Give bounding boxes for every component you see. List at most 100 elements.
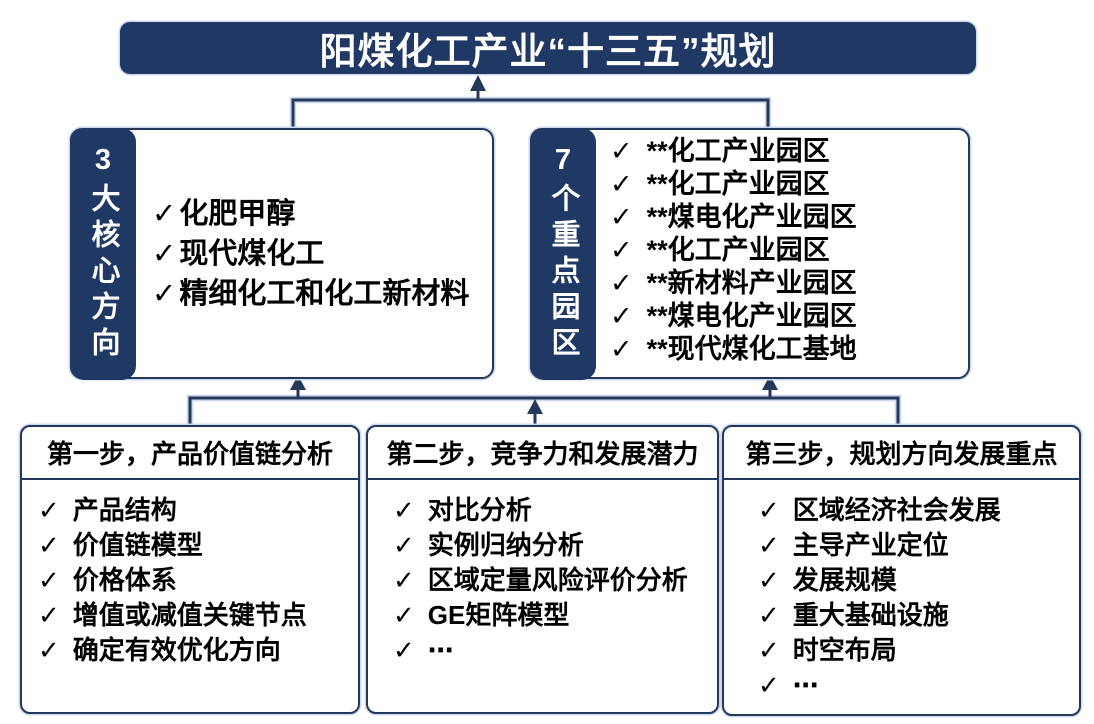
key-parks-label-tab: 7个重点园区 (529, 127, 596, 380)
plan-title: 阳煤化工产业“十三五”规划 (319, 31, 777, 72)
core-directions-label: 3大核心方向 (87, 144, 119, 363)
list-item: ✓ ⋯ (758, 668, 1079, 703)
list-item: ✓ 化肥甲醇 (152, 194, 486, 234)
list-item: ✓ 发展规模 (758, 563, 1079, 598)
item-text: 价格体系 (72, 565, 177, 595)
plan-title-box: 阳煤化工产业“十三五”规划 (120, 22, 976, 74)
list-item: ✓ **煤电化产业园区 (610, 300, 964, 333)
item-text: 主导产业定位 (792, 530, 949, 560)
step-2-title: 第二步，竞争力和发展潜力 (386, 439, 699, 469)
check-icon: ✓ (758, 530, 780, 560)
check-icon: ✓ (152, 277, 177, 310)
item-text: GE矩阵模型 (427, 600, 570, 630)
item-text: **煤电化产业园区 (646, 202, 857, 232)
list-item: ✓ 确定有效优化方向 (38, 633, 358, 668)
item-text: 区域定量风险评价分析 (427, 565, 688, 595)
list-item: ✓ **煤电化产业园区 (610, 201, 964, 234)
check-icon: ✓ (610, 202, 633, 232)
list-item: ✓ **现代煤化工基地 (610, 333, 964, 366)
list-item: ✓ 现代煤化工 (152, 234, 486, 274)
list-item: ✓ 产品结构 (38, 493, 358, 528)
item-text: 产品结构 (72, 495, 177, 525)
check-icon: ✓ (758, 565, 780, 595)
check-icon: ✓ (610, 169, 633, 199)
check-icon: ✓ (393, 635, 415, 665)
list-item: ✓ 区域经济社会发展 (758, 493, 1079, 528)
item-text: 对比分析 (427, 495, 532, 525)
list-item: ✓ 实例归纳分析 (393, 528, 717, 563)
check-icon: ✓ (38, 565, 60, 595)
item-text: ⋯ (792, 670, 819, 700)
step-1-title: 第一步，产品价值链分析 (46, 439, 333, 469)
item-text: **化工产业园区 (646, 136, 830, 166)
list-item: ✓ 对比分析 (393, 493, 717, 528)
check-icon: ✓ (758, 600, 780, 630)
step-2-list: ✓ 对比分析 ✓ 实例归纳分析 ✓ 区域定量风险评价分析 ✓ GE矩阵模型 ✓ … (368, 480, 717, 668)
check-icon: ✓ (393, 530, 415, 560)
up-arrow-icon (470, 75, 486, 91)
check-icon: ✓ (152, 197, 177, 230)
core-directions-box: 3大核心方向 ✓ 化肥甲醇 ✓ 现代煤化工 ✓ 精细化工和化工新材料 (69, 127, 494, 380)
item-text: ⋯ (427, 635, 454, 665)
item-text: 增值或减值关键节点 (72, 600, 307, 630)
key-parks-box: 7个重点园区 ✓ **化工产业园区 ✓ **化工产业园区 ✓ **煤电化产业园区… (529, 127, 970, 380)
check-icon: ✓ (393, 600, 415, 630)
item-text: 区域经济社会发展 (792, 495, 1001, 525)
list-item: ✓ **化工产业园区 (610, 168, 964, 201)
step-3-list: ✓ 区域经济社会发展 ✓ 主导产业定位 ✓ 发展规模 ✓ 重大基础设施 ✓ 时空… (724, 480, 1079, 703)
key-parks-label: 7个重点园区 (547, 144, 579, 363)
step-3-box: 第三步，规划方向发展重点 ✓ 区域经济社会发展 ✓ 主导产业定位 ✓ 发展规模 … (722, 425, 1081, 716)
item-text: 确定有效优化方向 (72, 635, 281, 665)
list-item: ✓ **化工产业园区 (610, 135, 964, 168)
item-text: 发展规模 (792, 565, 897, 595)
item-text: 重大基础设施 (792, 600, 949, 630)
check-icon: ✓ (38, 600, 60, 630)
list-item: ✓ 重大基础设施 (758, 598, 1079, 633)
list-item: ✓ 主导产业定位 (758, 528, 1079, 563)
item-text: **新材料产业园区 (646, 268, 857, 298)
step-1-box: 第一步，产品价值链分析 ✓ 产品结构 ✓ 价值链模型 ✓ 价格体系 ✓ 增值或减… (20, 425, 360, 714)
core-directions-label-tab: 3大核心方向 (69, 127, 136, 380)
item-text: 价值链模型 (72, 530, 203, 560)
list-item: ✓ 价值链模型 (38, 528, 358, 563)
top-connector (289, 75, 772, 128)
check-icon: ✓ (38, 495, 60, 525)
core-directions-list: ✓ 化肥甲醇 ✓ 现代煤化工 ✓ 精细化工和化工新材料 (152, 130, 486, 377)
item-text: 时空布局 (792, 635, 897, 665)
list-item: ✓ **化工产业园区 (610, 234, 964, 267)
step-2-header: 第二步，竞争力和发展潜力 (368, 427, 717, 480)
list-item: ✓ 区域定量风险评价分析 (393, 563, 717, 598)
item-text: **煤电化产业园区 (646, 301, 857, 331)
list-item: ✓ 增值或减值关键节点 (38, 598, 358, 633)
list-item: ✓ 时空布局 (758, 633, 1079, 668)
check-icon: ✓ (610, 334, 633, 364)
step-3-header: 第三步，规划方向发展重点 (724, 427, 1079, 480)
lower-connector (186, 375, 902, 425)
item-text: 精细化工和化工新材料 (179, 277, 470, 310)
check-icon: ✓ (758, 495, 780, 525)
check-icon: ✓ (758, 670, 780, 700)
check-icon: ✓ (38, 530, 60, 560)
step-2-box: 第二步，竞争力和发展潜力 ✓ 对比分析 ✓ 实例归纳分析 ✓ 区域定量风险评价分… (366, 425, 719, 714)
list-item: ✓ ⋯ (393, 633, 717, 668)
list-item: ✓ **新材料产业园区 (610, 267, 964, 300)
key-parks-list: ✓ **化工产业园区 ✓ **化工产业园区 ✓ **煤电化产业园区 ✓ **化工… (610, 135, 964, 366)
step-3-title: 第三步，规划方向发展重点 (745, 439, 1058, 469)
check-icon: ✓ (610, 235, 633, 265)
item-text: **现代煤化工基地 (646, 334, 857, 364)
item-text: **化工产业园区 (646, 169, 830, 199)
list-item: ✓ 价格体系 (38, 563, 358, 598)
item-text: 实例归纳分析 (427, 530, 584, 560)
step-1-header: 第一步，产品价值链分析 (22, 427, 358, 480)
check-icon: ✓ (393, 495, 415, 525)
check-icon: ✓ (610, 268, 633, 298)
item-text: 化肥甲醇 (179, 197, 296, 230)
up-arrow-icon (527, 399, 543, 414)
check-icon: ✓ (610, 136, 633, 166)
item-text: **化工产业园区 (646, 235, 830, 265)
list-item: ✓ 精细化工和化工新材料 (152, 274, 486, 314)
check-icon: ✓ (393, 565, 415, 595)
check-icon: ✓ (758, 635, 780, 665)
check-icon: ✓ (610, 301, 633, 331)
